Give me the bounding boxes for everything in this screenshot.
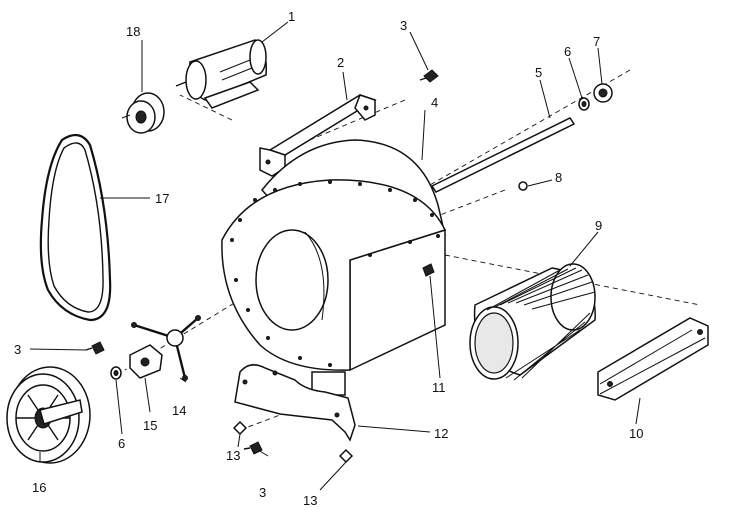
motor-part [175,39,268,109]
motor-pulley-part [121,92,165,134]
callout-8: 8 [555,170,562,185]
leader-lines [29,21,641,491]
callout-3-left: 3 [14,342,21,357]
callout-3-top: 3 [400,18,407,33]
blower-wheel-part [469,263,596,381]
mounting-bracket-part [234,364,356,442]
bolt-part-left [85,341,105,355]
callout-6-left: 6 [118,436,125,451]
callout-11: 11 [432,380,446,395]
bearing-block-part [129,344,163,379]
callout-13-left: 13 [226,448,240,463]
callout-2: 2 [337,55,344,70]
bolt-part-top [419,69,439,83]
callout-6-top: 6 [564,44,571,59]
callout-14: 14 [172,403,186,418]
set-screw-part [518,181,528,191]
bearing-part [593,83,613,103]
callout-15: 15 [143,418,157,433]
blower-pulley-part [6,366,91,464]
callout-13-bottom: 13 [303,493,317,508]
callout-7: 7 [593,34,600,49]
callout-17: 17 [155,191,169,206]
callout-16: 16 [32,480,46,495]
washer-part-top [578,97,590,111]
spider-bracket-part [131,315,201,381]
motor-bracket-part [259,94,377,177]
callout-3-bottom: 3 [259,485,266,500]
callout-4: 4 [431,95,438,110]
callout-12: 12 [434,426,448,441]
nut-part-13b [338,448,354,464]
callout-labels: 1 2 3 4 5 6 7 8 9 10 11 12 13 13 14 15 1… [14,9,643,508]
nut-part-13a [232,420,248,436]
blower-housing-part [221,139,447,396]
v-belt-part [39,133,112,322]
housing-screw-part [422,263,435,277]
blower-shaft-part [430,117,576,193]
bolt-part-bottom [243,441,263,455]
callout-10: 10 [629,426,643,441]
callout-5: 5 [535,65,542,80]
callout-1: 1 [288,9,295,24]
callout-9: 9 [595,218,602,233]
callout-18: 18 [126,24,140,39]
washer-part-left [110,366,122,380]
cutoff-plate-part [597,317,709,401]
